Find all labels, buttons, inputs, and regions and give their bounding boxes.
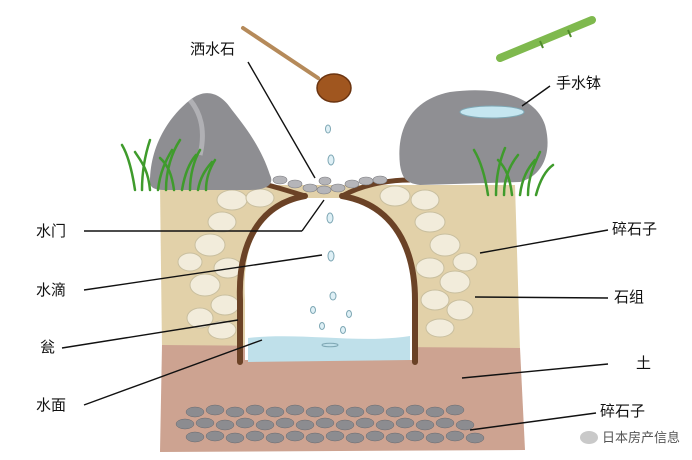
grass-right (472, 146, 555, 197)
stone-set-left (177, 188, 275, 340)
label-kame: 瓮 (40, 338, 56, 356)
leader-saiseki-2 (469, 412, 597, 431)
ground-edge-right (340, 177, 411, 199)
label-ishigumi: 石组 (614, 288, 645, 306)
leader-kame (61, 319, 239, 349)
label-saiseki-2: 碎石子 (600, 402, 646, 420)
label-suimen: 水面 (36, 396, 67, 414)
watermark-text: 日本房产信息 (601, 431, 680, 446)
grass-left (120, 138, 217, 192)
leader-tsuchi (461, 363, 609, 379)
label-chozubachi: 手水钵 (556, 74, 602, 92)
washbasin-water (459, 105, 525, 119)
label-saiseki-1: 碎石子 (612, 220, 658, 238)
jar-wall-left (236, 193, 308, 365)
wechat-icon (579, 431, 598, 444)
leader-sasui-ishi (247, 61, 316, 179)
water-gate-pebbles (272, 175, 388, 195)
water-surface (248, 336, 410, 362)
label-suiteki: 水滴 (36, 281, 67, 299)
jar-wall-right (339, 193, 418, 365)
leader-suimen (83, 339, 263, 406)
stone-set-right (379, 185, 478, 338)
leader-chozubachi (521, 85, 551, 107)
bamboo-spout (496, 16, 596, 62)
leader-ishigumi (474, 296, 609, 299)
leader-lines (61, 61, 609, 431)
left-rock (150, 93, 272, 190)
leader-saiseki-1 (479, 229, 609, 254)
falling-drops (310, 124, 352, 348)
label-sasui-ishi: 洒水石 (190, 40, 236, 58)
watermark: 日本房产信息 (579, 427, 680, 446)
ladle (241, 26, 352, 103)
label-tsuchi: 土 (636, 354, 652, 372)
leader-suiteki (83, 254, 323, 291)
jar-interior (244, 198, 413, 360)
bottom-gravel (175, 404, 485, 444)
label-mizumon: 水门 (36, 222, 67, 240)
